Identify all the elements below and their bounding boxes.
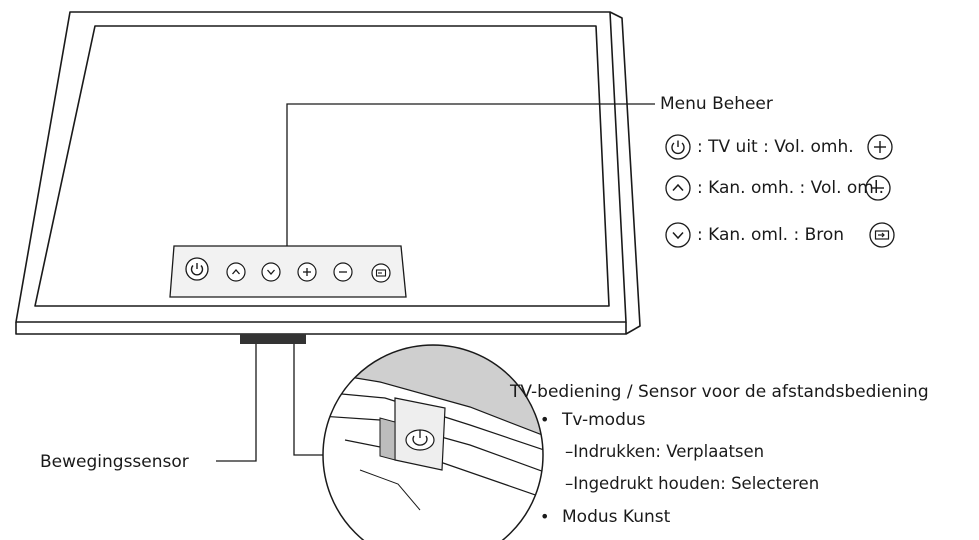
- sensor-zoom-inset: [322, 344, 544, 540]
- panel-button-source: [370, 262, 392, 284]
- panel-button-down: [260, 261, 282, 283]
- panel-button-minus: [332, 261, 354, 283]
- control-item-1: Tv-modus: [562, 410, 646, 430]
- panel-button-plus: [296, 261, 318, 283]
- control-item-2: Modus Kunst: [562, 507, 671, 527]
- power-icon: [185, 257, 209, 281]
- sensor-strip: [240, 334, 306, 344]
- bullet-icon: •: [540, 507, 550, 526]
- menu-row-1-text: : TV uit : Vol. omh.: [697, 137, 854, 157]
- panel-button-up: [225, 261, 247, 283]
- chevron-up-icon: [226, 262, 246, 282]
- control-panel: [169, 245, 407, 298]
- menu-row-2-right-icon: [864, 174, 892, 202]
- menu-row-3-left-icon: [664, 221, 692, 249]
- minus-icon: [865, 175, 891, 201]
- plus-icon: [297, 262, 317, 282]
- bullet-icon: •: [540, 410, 550, 429]
- plus-icon: [867, 134, 893, 160]
- menu-row-3-right-icon: [868, 221, 896, 249]
- menu-row-2-text: : Kan. omh. : Vol. oml.: [697, 178, 884, 198]
- minus-icon: [333, 262, 353, 282]
- panel-button-power: [184, 256, 210, 282]
- sensor-label: Bewegingssensor: [40, 452, 189, 472]
- chevron-down-icon: [665, 222, 691, 248]
- source-icon: [371, 263, 391, 283]
- menu-row-2-left-icon: [664, 174, 692, 202]
- power-icon: [665, 134, 691, 160]
- source-icon: [869, 222, 895, 248]
- menu-row-3-text: : Kan. oml. : Bron: [697, 225, 845, 245]
- control-title: TV-bediening / Sensor voor de afstandsbe…: [510, 382, 929, 402]
- leader-lines: [216, 103, 655, 462]
- menu-title: Menu Beheer: [660, 94, 773, 114]
- control-item-1-sub-2-text: Ingedrukt houden: Selecteren: [573, 474, 820, 493]
- chevron-up-icon: [665, 175, 691, 201]
- control-item-1-sub-1-text: Indrukken: Verplaatsen: [573, 442, 765, 461]
- menu-row-1-left-icon: [664, 133, 692, 161]
- control-item-1-sub-2: –Ingedrukt houden: Selecteren: [565, 474, 820, 493]
- control-item-1-sub-1: –Indrukken: Verplaatsen: [565, 442, 765, 461]
- menu-row-1-right-icon: [866, 133, 894, 161]
- chevron-down-icon: [261, 262, 281, 282]
- tv-frame: [15, 11, 641, 335]
